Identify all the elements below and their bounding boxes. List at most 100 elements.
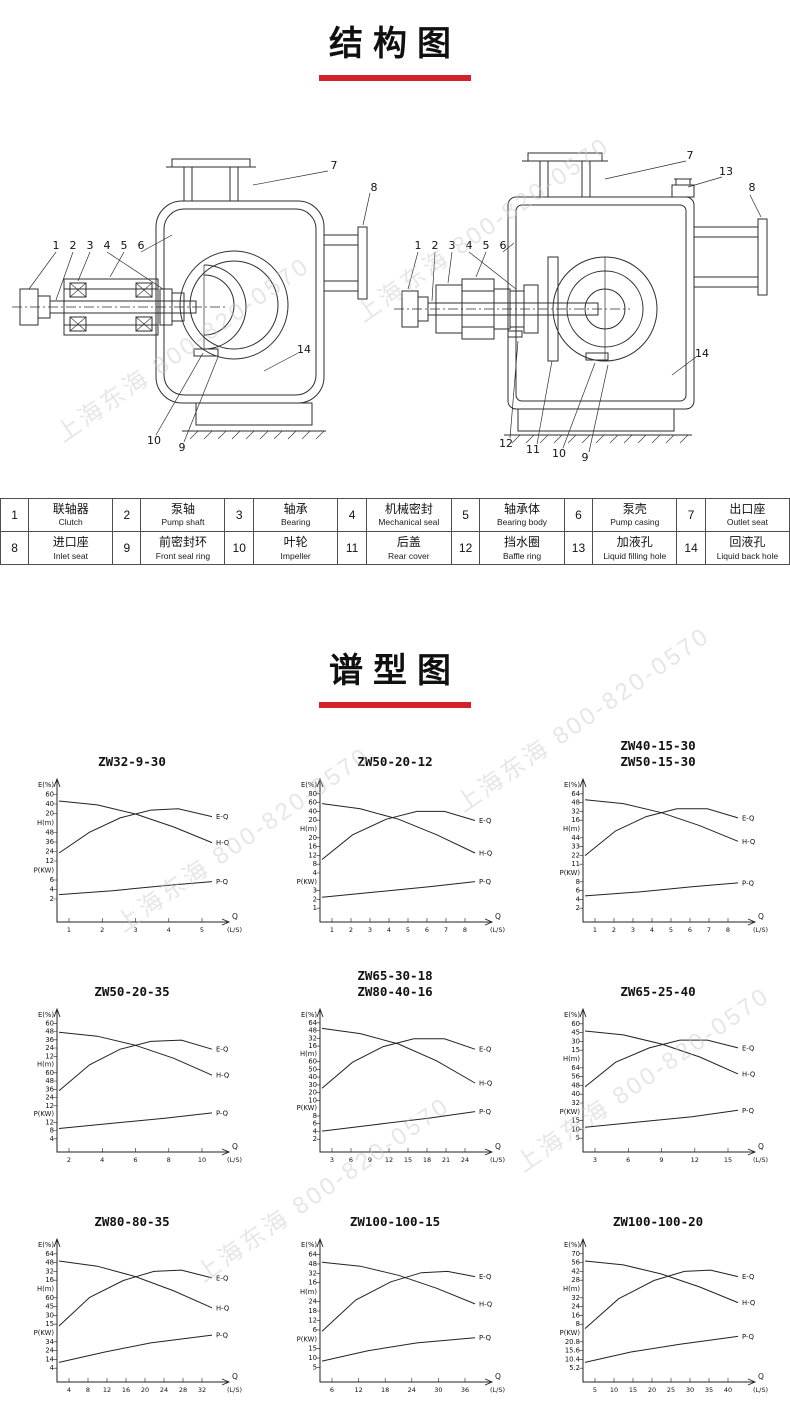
x-axis-tick: 4 [650, 926, 654, 934]
callout: 7 [686, 149, 693, 162]
y-axis-tick: 44 [571, 834, 580, 842]
y-axis-tick: 5 [313, 1364, 317, 1372]
x-axis-tick: 12 [103, 1386, 111, 1394]
y-axis-tick: 12 [308, 852, 317, 860]
chart-title-line: ZW40-15-30 [620, 737, 696, 753]
x-axis-label: Q [758, 1142, 764, 1151]
x-axis-tick: 1 [67, 926, 71, 934]
x-tick-marks [68, 1148, 203, 1153]
x-axis-tick: 35 [705, 1386, 713, 1394]
y-axis-title: E(%) [301, 1241, 317, 1249]
x-axis-tick: 6 [349, 1156, 353, 1164]
y-axis-tick: 32 [308, 1035, 317, 1043]
x-axis-tick: 5 [406, 926, 410, 934]
curve-label-E-Q: E-Q [216, 1275, 228, 1283]
chart-title-line: ZW80-40-16 [357, 984, 433, 1000]
curve-label-H-Q: H-Q [742, 1071, 755, 1079]
x-axis-tick: 6 [688, 926, 692, 934]
y-axis-tick: 45 [571, 1029, 580, 1037]
callout: 4 [465, 239, 472, 252]
callout: 8 [370, 181, 377, 194]
structure-diagrams: 1 2 3 4 5 6 7 8 14 10 9 [0, 139, 790, 484]
y-axis-tick: 4 [50, 886, 54, 894]
y-axis-tick: 16 [308, 1279, 317, 1287]
x-axis-tick: 8 [167, 1156, 171, 1164]
chart-title: ZW50-20-12 [357, 734, 432, 770]
x-axis-tick: 6 [626, 1156, 630, 1164]
y-axis-tick: 34 [45, 1338, 54, 1346]
y-tick-marks [316, 1022, 320, 1140]
curve-label-E-Q: E-Q [479, 817, 491, 825]
callout: 10 [552, 447, 566, 460]
part-name-en: Liquid back hole [716, 550, 779, 561]
curve-E-Q [321, 811, 476, 861]
x-axis-tick: 1 [330, 926, 334, 934]
axis-arrows [53, 1008, 231, 1156]
callout: 5 [120, 239, 127, 252]
curve-E-Q [58, 1269, 213, 1327]
curve-P-Q [584, 882, 739, 897]
y-axis-title: H(m) [37, 1061, 54, 1069]
y-axis-tick: 60 [45, 1294, 54, 1302]
y-axis-tick: 10 [571, 1126, 580, 1134]
x-axis-label: Q [495, 1142, 501, 1151]
pump-drawing [11, 158, 367, 440]
part-name-en: Pump casing [610, 517, 660, 528]
pump-structure-diagram-2: 1 2 3 4 5 6 7 13 8 14 12 11 10 9 [393, 149, 767, 464]
y-axis-tick: 1 [313, 905, 317, 913]
y-axis-tick: 24 [45, 848, 54, 856]
part-number: 12 [450, 531, 481, 566]
pump-drawing [393, 152, 767, 444]
x-axis-tick: 7 [707, 926, 711, 934]
y-axis-title: H(m) [37, 1285, 54, 1293]
x-axis-tick: 4 [387, 926, 391, 934]
chart-title: ZW100-100-20 [613, 1194, 703, 1230]
chart-title-line: ZW100-100-20 [612, 1214, 704, 1230]
chart-axes [319, 1240, 492, 1383]
x-axis-unit: (L/S) [490, 1386, 505, 1394]
curve-label-E-Q: E-Q [742, 1273, 754, 1281]
curve-P-Q [321, 1111, 476, 1132]
y-axis-title: P(KW) [34, 1110, 55, 1118]
curve-H-Q [321, 803, 476, 854]
axis-arrows [316, 1238, 494, 1386]
y-axis-tick: 30 [308, 1081, 317, 1089]
axis-arrows [579, 1238, 757, 1386]
part-name-en: Inlet seat [53, 550, 88, 561]
x-tick-marks [331, 918, 466, 923]
x-axis-label: Q [758, 1372, 764, 1381]
y-axis-tick: 40 [308, 808, 317, 816]
curve-label-E-Q: E-Q [216, 813, 228, 821]
y-axis-tick: 60 [45, 791, 54, 799]
callout-numbers: 1 2 3 4 5 6 7 13 8 14 12 11 10 9 [414, 149, 755, 464]
x-axis-tick: 15 [629, 1386, 637, 1394]
x-axis-tick: 18 [423, 1156, 431, 1164]
curve-label-E-Q: E-Q [479, 1273, 491, 1281]
chart-title: ZW32-9-30 [98, 734, 166, 770]
x-axis-tick: 3 [593, 1156, 597, 1164]
x-axis-tick: 20 [141, 1386, 149, 1394]
x-axis-tick: 4 [67, 1386, 71, 1394]
x-axis-tick: 30 [686, 1386, 694, 1394]
axis-arrows [53, 778, 231, 926]
y-axis-tick: 12 [45, 1119, 54, 1127]
part-name-cn: 泵壳 [622, 502, 647, 516]
y-axis-title: H(m) [300, 1288, 317, 1296]
red-underline-bar [319, 75, 471, 81]
x-axis-tick: 32 [198, 1386, 206, 1394]
curve-P-Q [321, 1337, 476, 1362]
curve-label-H-Q: H-Q [479, 1301, 492, 1309]
y-axis-tick: 60 [45, 1020, 54, 1028]
x-axis-unit: (L/S) [227, 926, 242, 934]
